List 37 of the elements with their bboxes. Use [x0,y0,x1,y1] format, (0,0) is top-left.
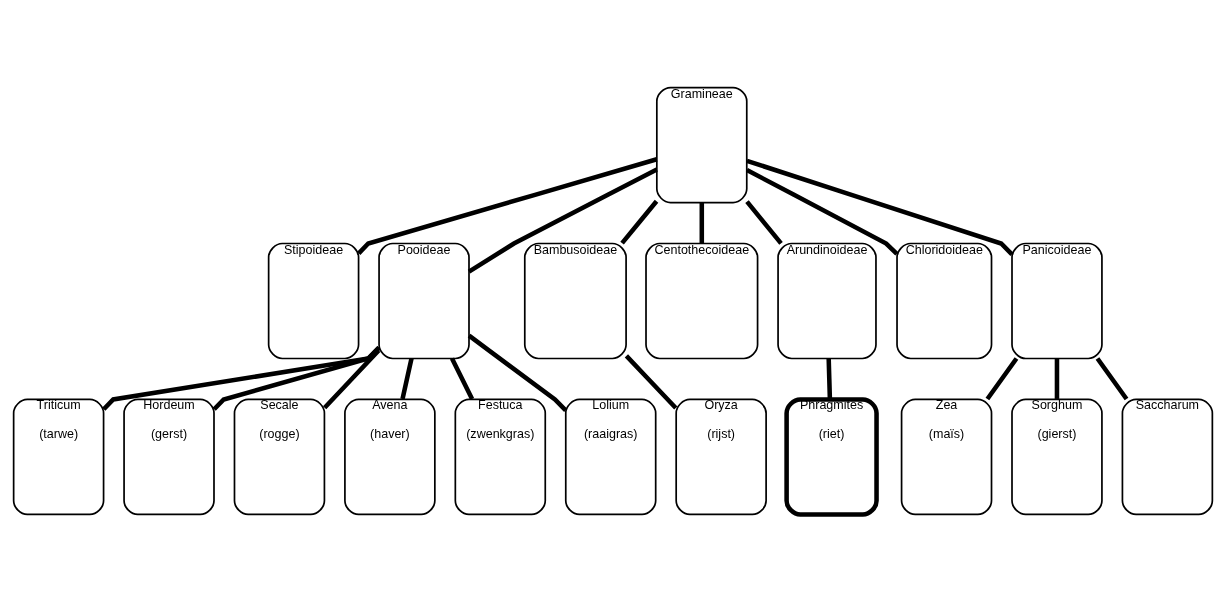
connector [449,357,475,400]
connector [400,358,414,400]
connector [620,199,659,245]
connector [467,333,568,412]
connector [624,354,678,410]
connector [1095,357,1129,401]
node-box: Hordeum (gerst) [123,398,215,516]
connector [467,167,658,274]
connector [1054,358,1060,399]
node-box: Sorghum (gierst) [1011,398,1103,516]
node-box: Oryza (rijst) [675,398,767,516]
node-box: Bambusoideae [523,242,627,360]
connector [699,202,705,243]
node-box: Lolium (raaigras) [564,398,657,516]
node-box: Zea (maïs) [900,398,993,516]
node-box: Saccharum [1121,398,1214,516]
node-box: Panicoideae [1011,242,1103,360]
connector [745,200,783,245]
connector [985,357,1019,401]
node-box: Pooideae [378,242,470,360]
node-box: Avena (haver) [344,398,436,516]
connector [746,158,1014,256]
node-box: Phragmites (riet) [784,397,879,517]
node-box: Festuca (zwenkgras) [454,398,547,516]
node-box: Chloridoideae [896,242,993,360]
node-box: Arundinoideae [777,242,877,360]
connector [323,348,381,410]
node-box: Centothecoideae [645,242,759,360]
connector [357,157,658,255]
connector [102,346,381,411]
connector [745,168,899,256]
node-box: Triticum (tarwe) [12,398,105,516]
node-box: Stipoideae [267,242,360,360]
node-box: Secale (rogge) [233,398,326,516]
connector [212,346,381,411]
node-box: Gramineae [655,86,748,204]
connector [826,358,833,400]
